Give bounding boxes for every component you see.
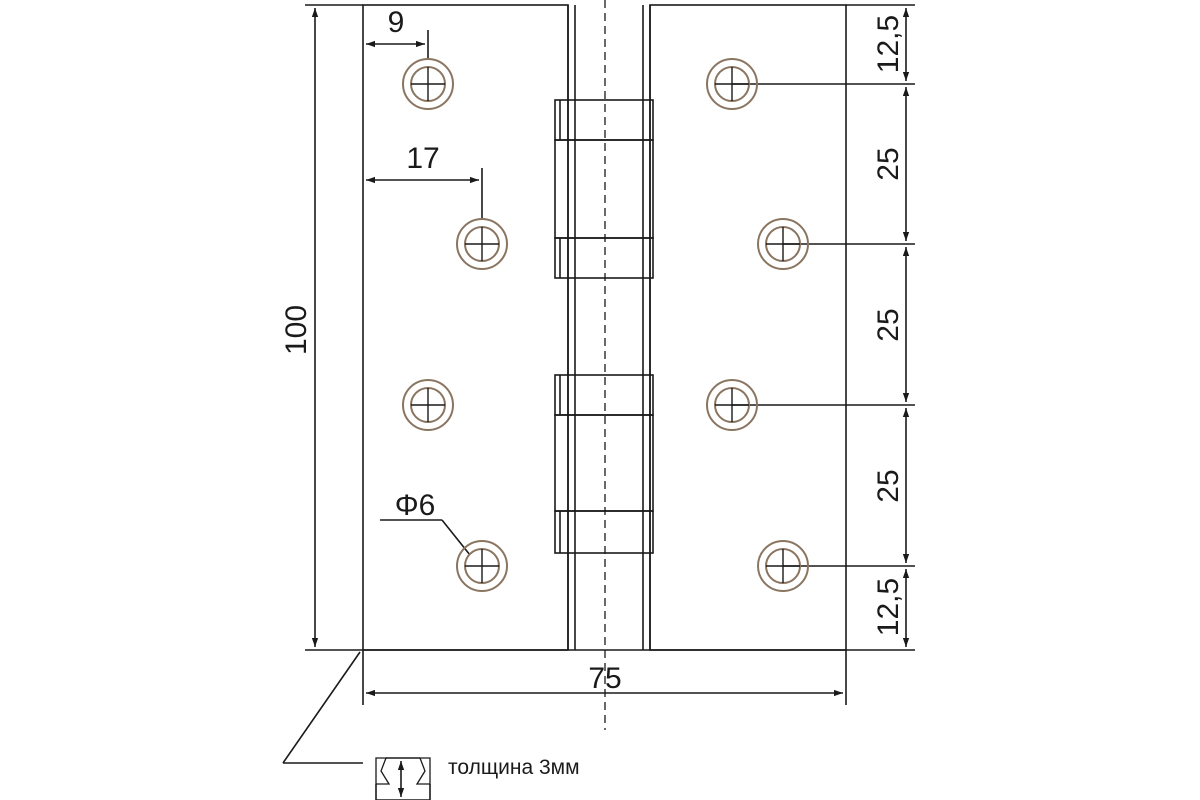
spacing-2-label: 25 [872, 308, 905, 341]
knuckle [554, 374, 654, 416]
screw-hole-icon [402, 58, 454, 110]
width-label: 75 [588, 662, 621, 695]
spacing-3-label: 25 [872, 469, 905, 502]
screw-hole-icon [706, 58, 758, 110]
knuckle [554, 237, 654, 279]
screw-holes [402, 58, 809, 592]
diameter-label: Φ6 [395, 489, 436, 522]
offset-17-label: 17 [406, 142, 439, 175]
screw-hole-icon [757, 218, 809, 270]
offset-9-label: 9 [388, 6, 405, 39]
height-label: 100 [280, 305, 313, 355]
spacing-top-label: 12,5 [872, 15, 905, 73]
screw-hole-icon [456, 218, 508, 270]
spacing-1-label: 25 [872, 147, 905, 180]
thickness-section-icon [375, 757, 431, 800]
screw-hole-icon [402, 379, 454, 431]
screw-hole-icon [456, 540, 508, 592]
screw-hole-icon [757, 540, 809, 592]
knuckle [554, 139, 654, 239]
diameter-leader-diagonal [441, 519, 471, 556]
right-leaf [649, 4, 847, 651]
knuckle [554, 99, 654, 141]
thickness-label: толщина 3мм [448, 756, 580, 779]
left-leaf [362, 4, 569, 651]
screw-hole-icon [706, 379, 758, 431]
thickness-leader-diagonal [282, 651, 361, 764]
spacing-bottom-label: 12,5 [872, 578, 905, 636]
knuckle [554, 510, 654, 554]
knuckle [554, 414, 654, 512]
